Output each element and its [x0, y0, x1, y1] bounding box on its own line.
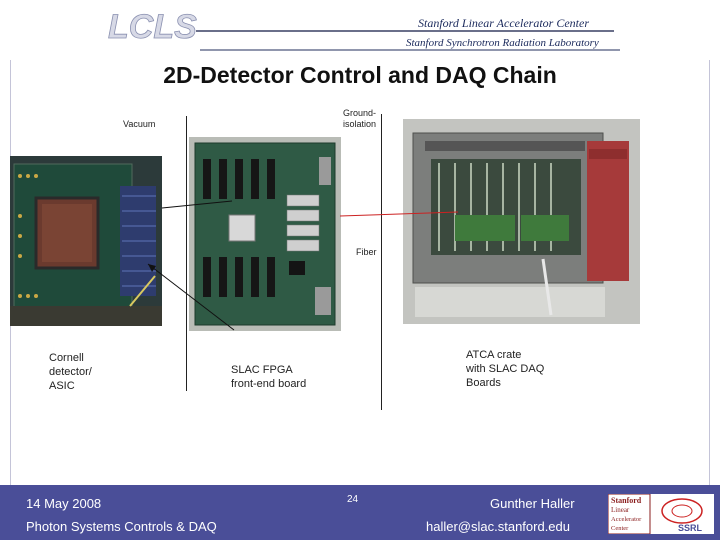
logo-line-linear: Linear — [611, 506, 630, 514]
atca-caption: ATCA crate with SLAC DAQ Boards — [466, 348, 544, 390]
slide-title: 2D-Detector Control and DAQ Chain — [163, 62, 557, 88]
footer-subtitle: Photon Systems Controls & DAQ — [26, 519, 217, 534]
footer-bar — [0, 485, 720, 540]
stanford-logo-graphic: Stanford Linear Accelerator Center SSRL — [608, 494, 703, 534]
ground-isolation-label: Ground- isolation — [336, 108, 376, 130]
detector-pointer-line — [147, 263, 235, 331]
lcls-logo-text: LCLS — [108, 8, 197, 46]
atca-caption-line1: ATCA crate — [466, 349, 522, 361]
lcls-logo: LCLS — [108, 8, 198, 46]
cornell-caption-line2: detector/ — [49, 366, 92, 378]
footer-author: Gunther Haller — [490, 496, 575, 511]
atca-caption-line2: with SLAC DAQ — [466, 363, 545, 375]
ssrl-logo-text: SSRL — [678, 523, 703, 533]
vacuum-divider-line — [186, 116, 187, 391]
cornell-caption-line3: ASIC — [49, 380, 75, 392]
logo-line-accelerator: Accelerator — [611, 516, 642, 523]
fiber-label: Fiber — [356, 247, 377, 257]
pointer-arrow-icon — [148, 264, 156, 272]
atca-crate-photo — [403, 119, 640, 324]
header-rule-top — [196, 30, 614, 32]
stanford-slac-logo: Stanford Linear Accelerator Center SSRL — [608, 494, 714, 534]
logo-line-center: Center — [611, 525, 629, 532]
slac-fpga-board-photo — [189, 137, 341, 331]
org-line-1: Stanford Linear Accelerator Center — [418, 16, 589, 30]
cornell-caption-line1: Cornell — [49, 352, 84, 364]
cornell-detector-photo — [10, 156, 162, 326]
cornell-caption: Cornell detector/ ASIC — [49, 351, 92, 393]
page-number: 24 — [347, 494, 359, 505]
slac-fpga-caption-line2: front-end board — [231, 378, 307, 390]
slac-fpga-caption-line1: SLAC FPGA — [231, 364, 293, 376]
atca-caption-line3: Boards — [466, 377, 501, 389]
footer-date: 14 May 2008 — [26, 496, 102, 511]
org-line-2: Stanford Synchrotron Radiation Laborator… — [406, 37, 599, 49]
footer-email: haller@slac.stanford.edu — [426, 519, 570, 534]
ground-isolation-line2: isolation — [342, 119, 376, 129]
slac-fpga-caption: SLAC FPGA front-end board — [231, 363, 306, 391]
ground-isolation-divider-line — [381, 114, 382, 410]
header-rule-bottom — [200, 49, 620, 51]
logo-line-stanford: Stanford — [611, 496, 642, 505]
fiber-connection-line — [339, 211, 459, 217]
vacuum-connection-line — [161, 200, 233, 209]
vacuum-label: Vacuum — [123, 119, 156, 129]
ground-isolation-line1: Ground- — [342, 108, 376, 118]
